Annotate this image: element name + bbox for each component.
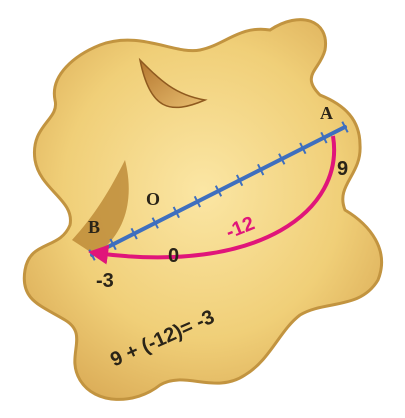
point-label-start: B — [88, 217, 100, 237]
value-label-origin: 0 — [168, 245, 179, 267]
puzzle-piece — [24, 20, 381, 400]
point-label-end: A — [320, 103, 333, 123]
point-label-origin: O — [146, 189, 160, 209]
value-label-start: -3 — [96, 270, 114, 292]
value-label-end: 9 — [337, 158, 348, 180]
